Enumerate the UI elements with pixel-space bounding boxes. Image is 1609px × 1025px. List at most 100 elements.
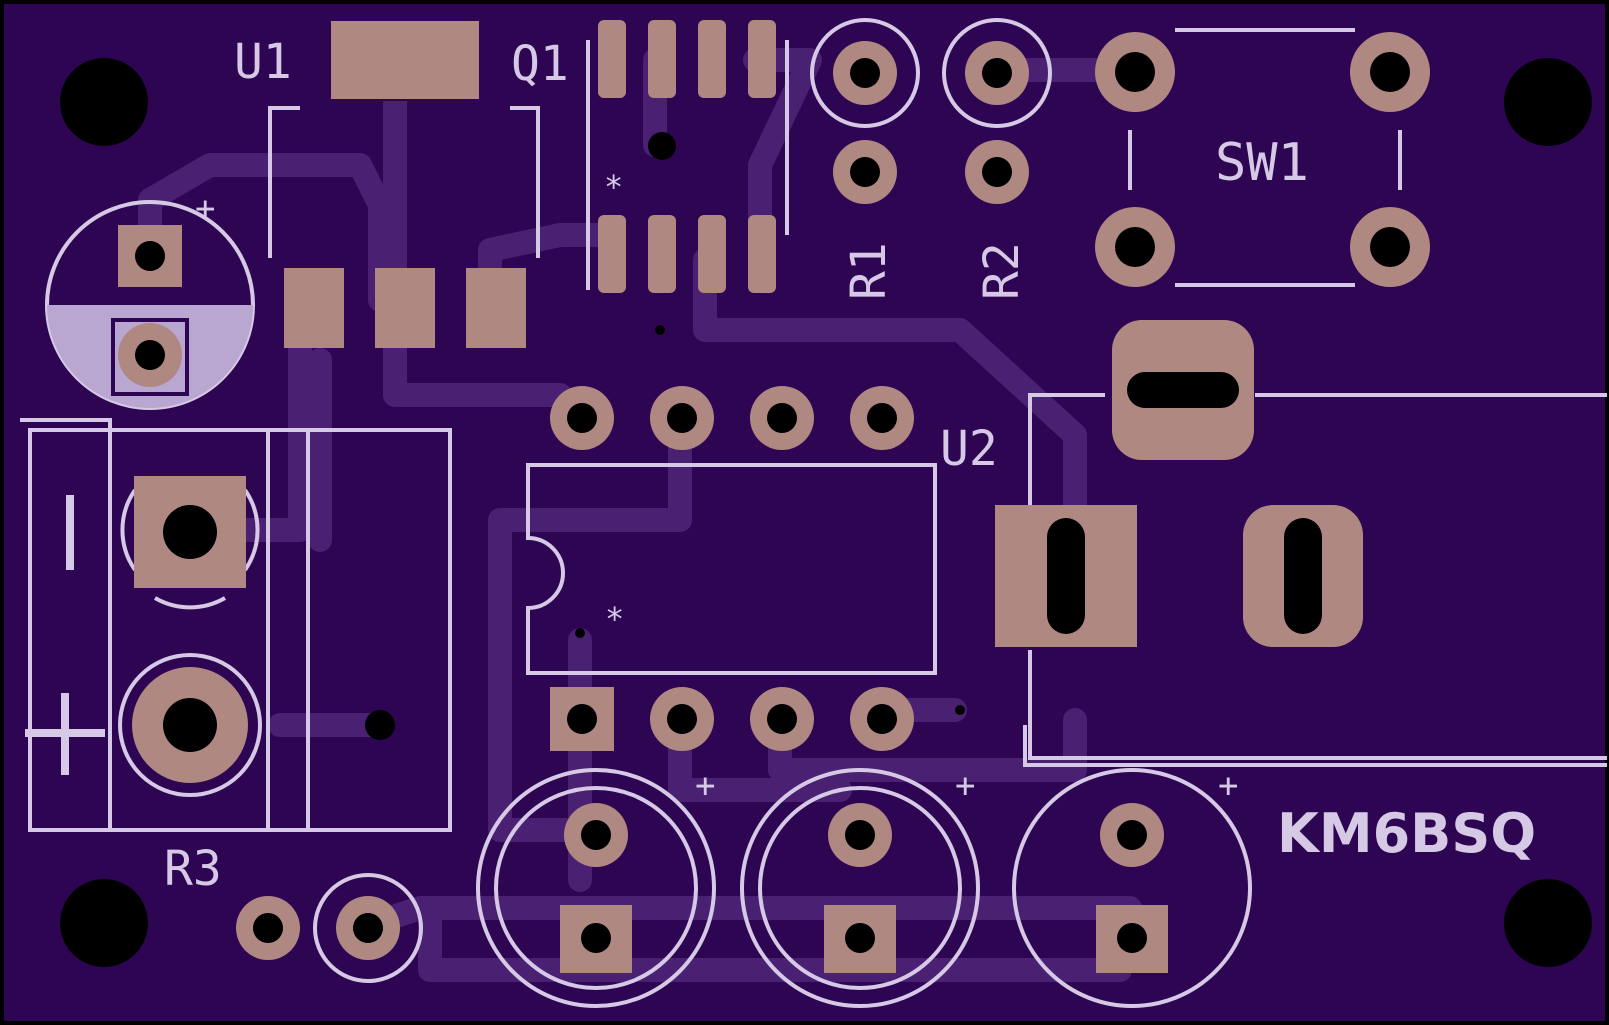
q1-pads xyxy=(598,20,776,293)
capacitor-plus-marker: + xyxy=(1218,766,1238,806)
mounting-hole xyxy=(60,879,148,967)
q1-pad xyxy=(648,215,676,293)
r3-outline xyxy=(28,428,452,832)
capacitor-inner xyxy=(758,786,962,990)
q1-pad xyxy=(598,20,626,98)
capacitor-drill xyxy=(1117,820,1147,850)
sw1-drill xyxy=(1115,52,1155,92)
r3-silk-arc xyxy=(120,488,260,610)
r3-silk-ring xyxy=(118,653,262,797)
q1-transistor: Q1 * xyxy=(511,20,789,335)
via xyxy=(955,705,965,715)
via xyxy=(365,710,395,740)
capacitor-inner xyxy=(494,786,698,990)
u2-drill xyxy=(867,403,897,433)
q1-pad xyxy=(698,20,726,98)
c-bottom-2-capacitor: + xyxy=(740,766,980,1008)
q1-pad xyxy=(748,20,776,98)
u2-drill xyxy=(867,704,897,734)
q1-pin1-marker: * xyxy=(604,168,623,206)
u1-tab-pad xyxy=(329,19,481,101)
jack-slot-right xyxy=(1284,518,1322,634)
r3-drill-b xyxy=(353,913,383,943)
jack-slot-left xyxy=(1047,518,1085,634)
r1-drill-2 xyxy=(850,157,880,187)
r2-resistor: R2 xyxy=(942,18,1052,300)
u2-drill xyxy=(667,704,697,734)
c-bottom-3-capacitor: + xyxy=(1012,766,1252,1008)
r3-label: R3 xyxy=(164,841,222,897)
sw1-drill xyxy=(1370,52,1410,92)
r3-drill-1 xyxy=(163,505,217,559)
r3-drill-a xyxy=(253,913,283,943)
capacitor-drill xyxy=(845,923,875,953)
capacitor-outline xyxy=(476,768,716,1008)
capacitor-outline xyxy=(1012,768,1252,1008)
u1-pad-2 xyxy=(375,268,435,348)
r3-terminal-block: R3 xyxy=(20,418,452,983)
u2-top-pins xyxy=(550,386,914,450)
r1-resistor: R1 xyxy=(810,18,920,300)
capacitor-drill xyxy=(135,340,165,370)
trace xyxy=(488,408,692,842)
u1-label: U1 xyxy=(234,34,292,90)
trace xyxy=(693,248,1087,592)
r3-drill-2 xyxy=(163,698,217,752)
r1-drill-1 xyxy=(850,58,880,88)
capacitor-drill xyxy=(1117,923,1147,953)
u2-drill xyxy=(667,403,697,433)
capacitor-drill xyxy=(581,820,611,850)
callsign-label: KM6BSQ xyxy=(1277,802,1536,865)
q1-label: Q1 xyxy=(511,36,569,92)
u2-bottom-pins xyxy=(550,687,914,751)
sw1-label: SW1 xyxy=(1215,133,1309,193)
jack-silkscreen xyxy=(1023,393,1607,767)
capacitor-plus-marker: + xyxy=(955,766,975,806)
u2-outline xyxy=(526,463,937,675)
c-top-left-capacitor: + xyxy=(45,189,255,410)
capacitor-silk-box xyxy=(111,318,189,396)
r3-silk-ring-b xyxy=(313,873,423,983)
r1-label: R1 xyxy=(841,242,897,300)
u2-drill xyxy=(767,704,797,734)
trace xyxy=(383,58,572,407)
via xyxy=(655,325,665,335)
r2-label: R2 xyxy=(974,242,1030,300)
capacitor-drill xyxy=(135,241,165,271)
sw1-drill xyxy=(1370,227,1410,267)
u1-pad-3 xyxy=(466,268,526,348)
via xyxy=(575,628,585,638)
r2-drill-1 xyxy=(982,58,1012,88)
via xyxy=(648,132,676,160)
q1-pad xyxy=(598,215,626,293)
trace xyxy=(138,153,392,312)
mounting-hole xyxy=(60,58,148,146)
u1-regulator: U1 xyxy=(234,19,540,348)
u2-dip-chip: * U2 xyxy=(526,386,998,751)
u2-pin1-marker: * xyxy=(605,600,624,638)
q1-pad xyxy=(748,215,776,293)
capacitor-drill xyxy=(845,820,875,850)
mounting-hole xyxy=(1504,879,1592,967)
u2-drill xyxy=(567,704,597,734)
capacitor-outline xyxy=(740,768,980,1008)
r2-silkscreen xyxy=(942,18,1052,128)
mounting-hole xyxy=(1504,58,1592,146)
sw1-silkscreen xyxy=(1128,28,1402,287)
capacitor-plus-marker: + xyxy=(695,766,715,806)
mounting-holes xyxy=(60,58,1592,967)
u1-pad-1 xyxy=(284,268,344,348)
sw1-drill xyxy=(1115,227,1155,267)
dc-barrel-jack xyxy=(995,320,1607,767)
q1-pad xyxy=(648,20,676,98)
u1-silkscreen xyxy=(268,106,540,258)
r1-silkscreen xyxy=(810,18,920,128)
capacitor-plus-marker: + xyxy=(195,189,215,229)
q1-pad xyxy=(698,215,726,293)
jack-slot-top xyxy=(1127,372,1239,408)
sw1-switch: SW1 xyxy=(1095,28,1430,287)
u2-drill xyxy=(767,403,797,433)
u2-label: U2 xyxy=(940,421,998,477)
